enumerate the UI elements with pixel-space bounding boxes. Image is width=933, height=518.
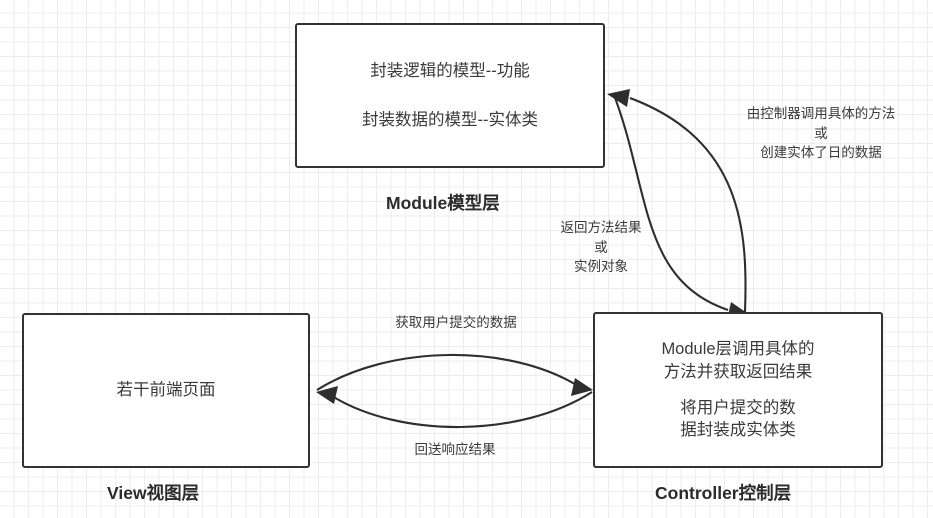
arrow-controller-to-view-path bbox=[331, 391, 593, 429]
view-box-line-1: 若干前端页面 bbox=[116, 381, 216, 400]
edge-label-model-to-controller-line-2: 或 bbox=[594, 239, 608, 255]
edge-label-model-to-controller: 返回方法结果 或 实例对象 bbox=[542, 218, 660, 277]
arrow-model-to-controller-path bbox=[613, 94, 729, 311]
edge-label-view-to-controller: 获取用户提交的数据 bbox=[395, 315, 517, 330]
edge-label-model-to-controller-line-3: 实例对象 bbox=[574, 259, 628, 275]
arrow-controller-to-model-path bbox=[629, 97, 747, 313]
edge-label-model-to-controller-line-1: 返回方法结果 bbox=[560, 220, 642, 235]
arrow-controller-to-view-head bbox=[316, 386, 338, 404]
controller-box[interactable]: Module层调用具体的 方法并获取返回结果 将用户提交的数 据封装成实体类 bbox=[593, 312, 883, 468]
controller-box-line-4: 据封装成实体类 bbox=[680, 421, 796, 440]
view-box[interactable]: 若干前端页面 bbox=[22, 313, 310, 468]
controller-box-line-2: 方法并获取返回结果 bbox=[663, 362, 813, 381]
edge-label-controller-to-model: 由控制器调用具体的方法 或 创建实体了日的数据 bbox=[726, 104, 916, 163]
model-box-line-2: 封装数据的模型--实体类 bbox=[362, 110, 538, 129]
view-layer-label: View视图层 bbox=[107, 483, 200, 503]
controller-box-line-1: Module层调用具体的 bbox=[661, 340, 815, 359]
edge-label-controller-to-model-line-3: 创建实体了日的数据 bbox=[760, 145, 882, 161]
model-box[interactable]: 封装逻辑的模型--功能 封装数据的模型--实体类 bbox=[295, 23, 605, 168]
model-layer-label: Module模型层 bbox=[386, 193, 500, 213]
arrow-view-to-controller-head bbox=[571, 378, 593, 396]
arrow-controller-to-model-head bbox=[607, 89, 630, 107]
controller-box-line-3: 将用户提交的数 bbox=[680, 399, 796, 417]
controller-layer-label: Controller控制层 bbox=[655, 483, 792, 503]
arrow-view-to-controller-path bbox=[316, 353, 579, 391]
edge-label-controller-to-view: 回送响应结果 bbox=[414, 442, 496, 457]
model-box-line-1: 封装逻辑的模型--功能 bbox=[370, 62, 530, 81]
edge-label-controller-to-model-line-1: 由控制器调用具体的方法 bbox=[746, 106, 896, 121]
edge-label-controller-to-model-line-2: 或 bbox=[814, 125, 828, 141]
